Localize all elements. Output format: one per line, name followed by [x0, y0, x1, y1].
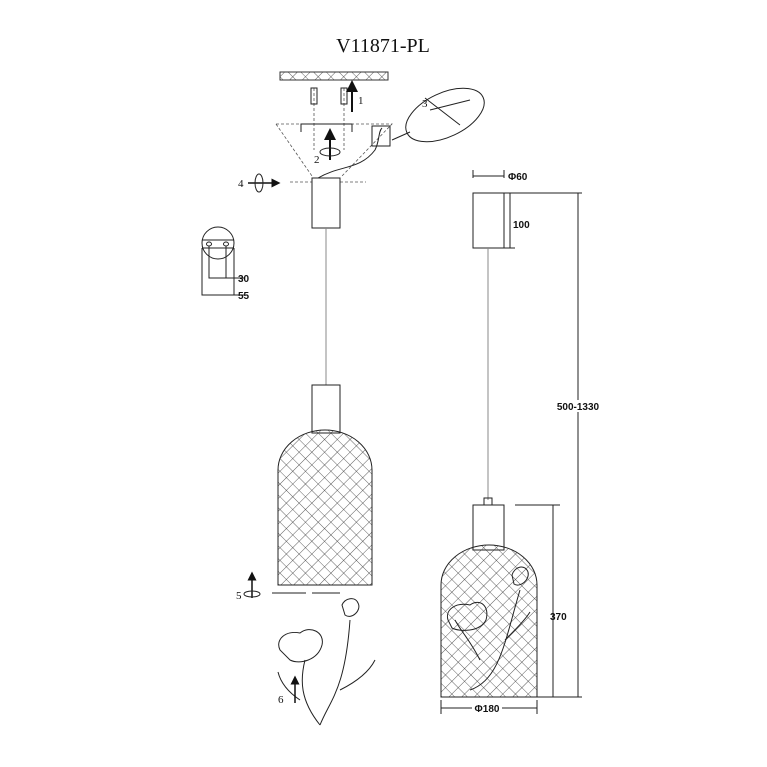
step-6: 6 [278, 694, 284, 706]
mesh-shade [440, 544, 538, 698]
flower-decoration [446, 566, 531, 691]
flower-decoration [277, 598, 376, 726]
canopy-height-dim: 100 [513, 220, 530, 231]
ceiling [279, 71, 389, 81]
bracket-detail: 30 55 [201, 226, 250, 302]
socket [472, 504, 505, 551]
step-4: 4 [238, 178, 244, 190]
terminal-block [371, 125, 391, 147]
hole-spacing-dim: 30 [238, 274, 250, 285]
shade-height-dim: 370 [550, 612, 567, 623]
socket [311, 384, 341, 434]
bracket-width-dim: 55 [238, 291, 250, 302]
step-2: 2 [314, 154, 320, 166]
canopy-diameter-dim: Φ60 [508, 172, 528, 183]
wires [317, 127, 383, 179]
canopy [311, 177, 341, 229]
wall-plugs [310, 87, 348, 150]
terminal-detail [405, 87, 485, 143]
shade-diameter-dim: Φ180 [475, 704, 500, 715]
mesh-shade [277, 429, 373, 586]
rotate-icon [319, 147, 341, 157]
model-title: V11871-PL [336, 35, 430, 57]
installation-view: 1 2 3 4 5 6 [236, 71, 485, 726]
rotate-icon [254, 173, 264, 193]
canopy [472, 192, 505, 249]
step-1: 1 [358, 95, 364, 107]
dimension-view: Φ60 100 Φ180 370 500-1330 [440, 170, 601, 715]
rotate-icon [243, 590, 261, 598]
total-height-dim: 500-1330 [557, 402, 600, 413]
mounting-bracket [300, 123, 353, 132]
step-3: 3 [422, 98, 428, 110]
step-5: 5 [236, 590, 242, 602]
canopy-outline [275, 123, 393, 177]
